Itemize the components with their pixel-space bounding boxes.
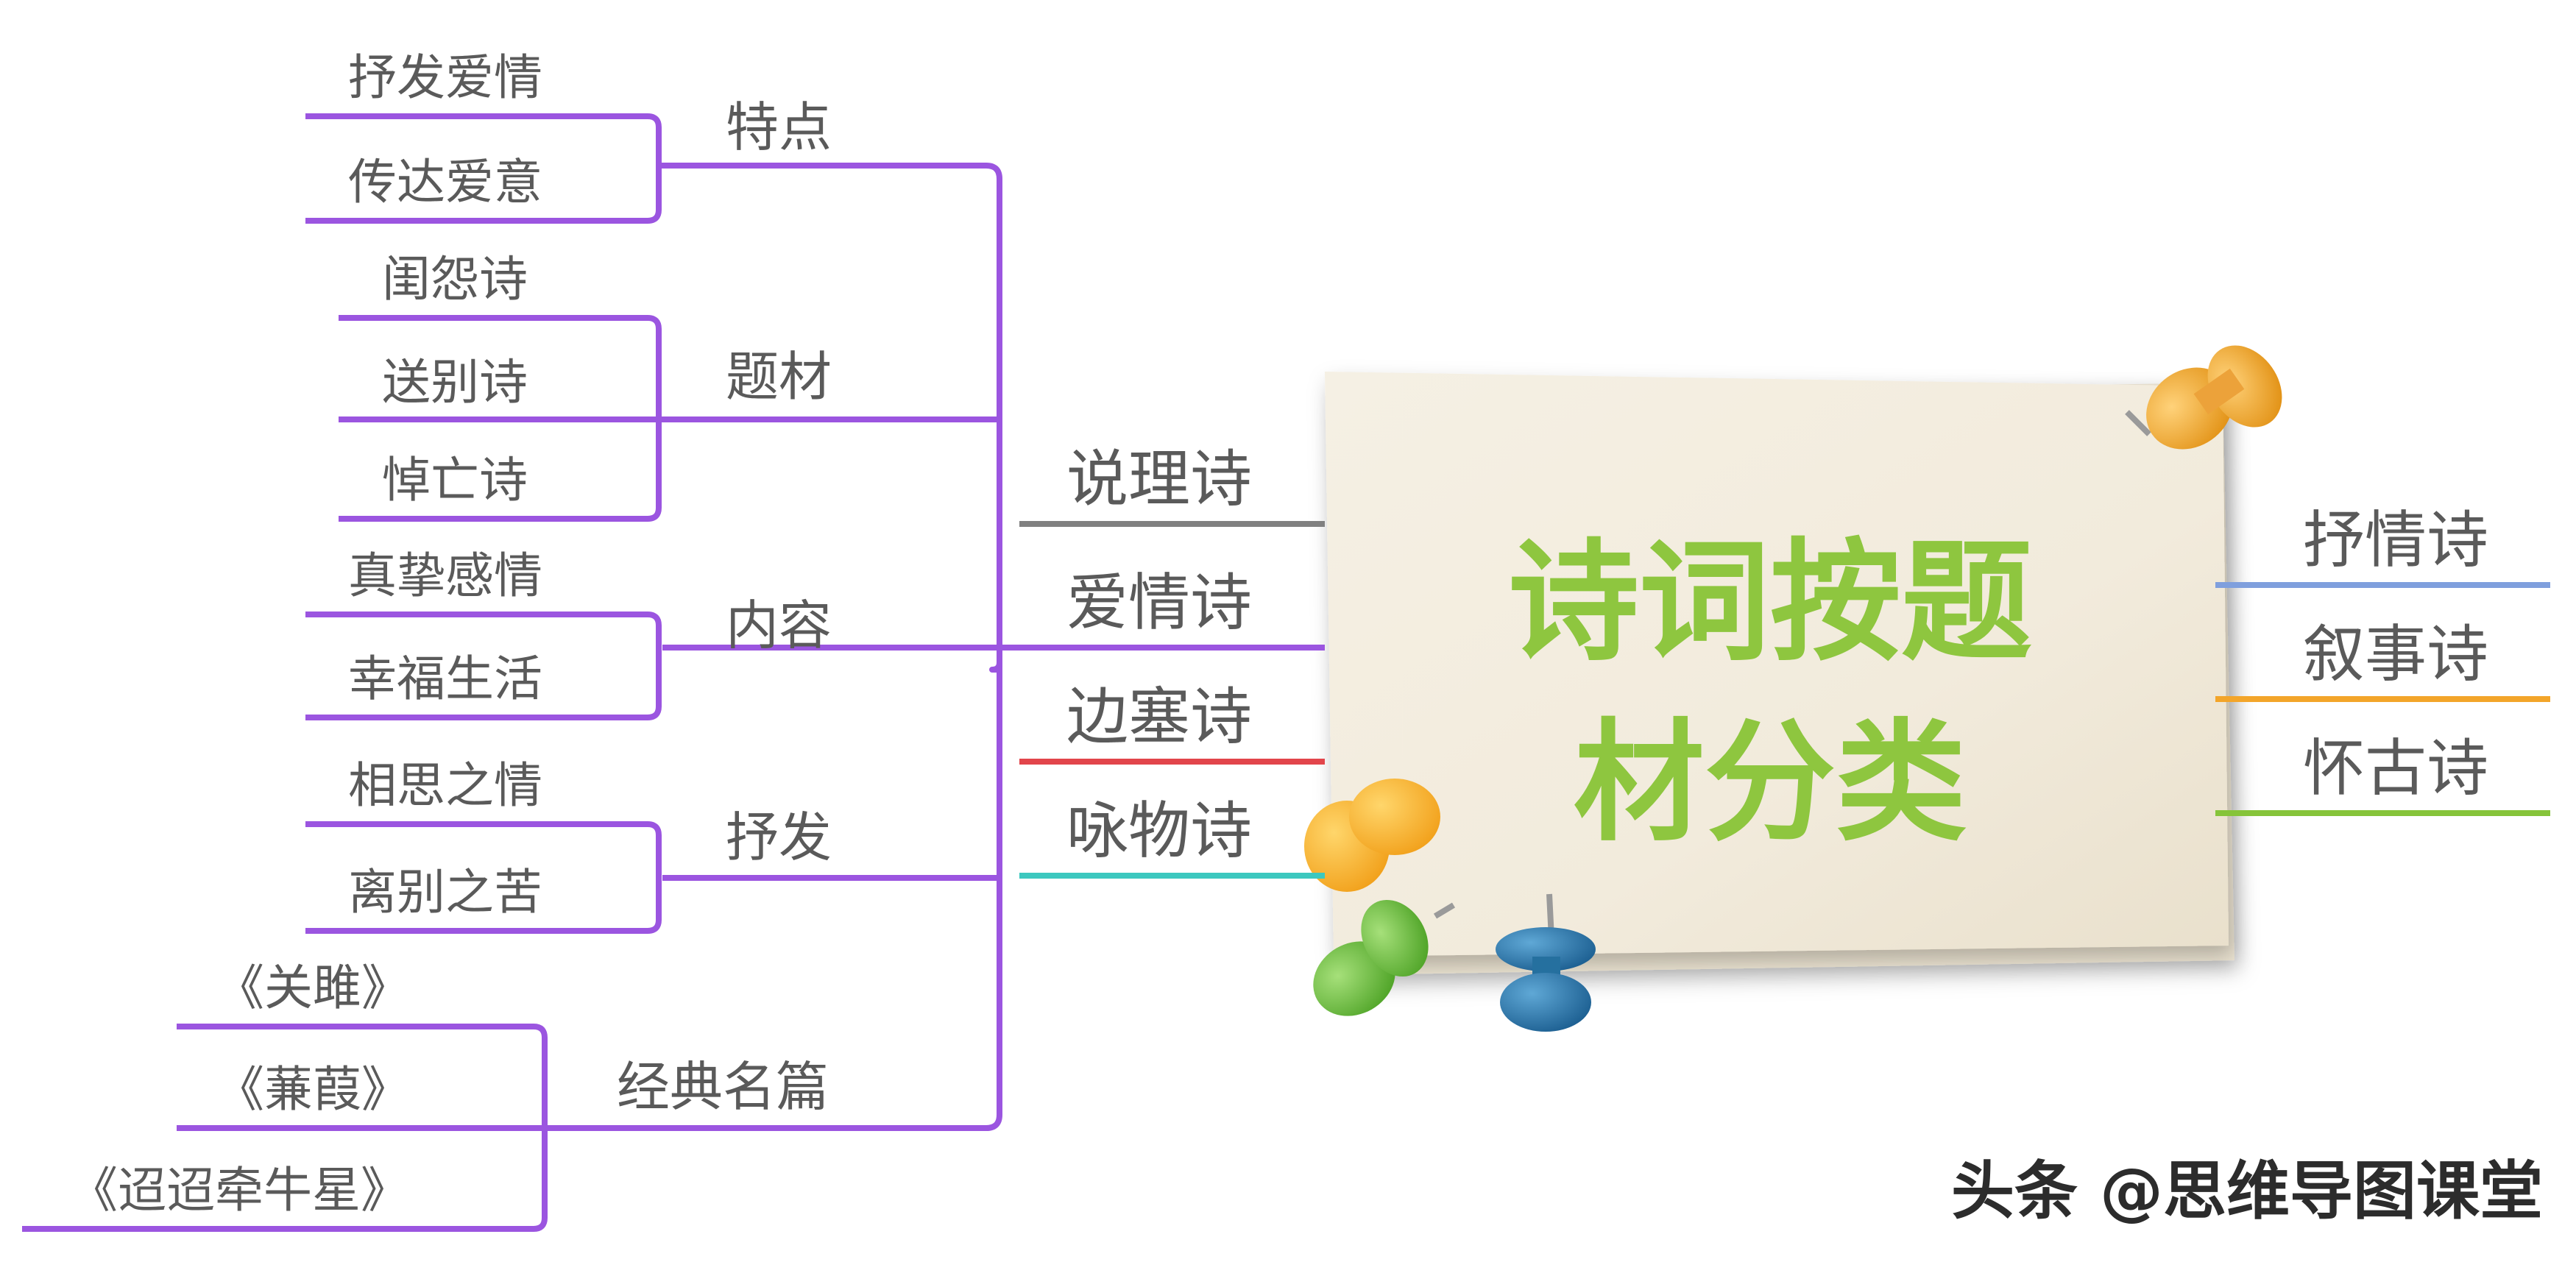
- leaf-label[interactable]: 闺怨诗: [382, 251, 528, 308]
- pushpin-yellow-icon: [1304, 779, 1440, 892]
- branch-label: 边塞诗: [1066, 681, 1252, 753]
- leaf-label[interactable]: 送别诗: [382, 354, 528, 411]
- love-poem-subtree: [22, 113, 1002, 1232]
- branch-aiqing[interactable]: 爱情诗: [999, 567, 1325, 651]
- branch-label: 叙事诗: [2303, 618, 2488, 690]
- branch-xushi[interactable]: 叙事诗: [2215, 618, 2550, 702]
- branch-label: 说理诗: [1066, 443, 1252, 515]
- leaf-label[interactable]: 相思之情: [348, 757, 542, 814]
- center-topic[interactable]: 诗词按题 材分类: [1325, 372, 2234, 975]
- leaf-label[interactable]: 幸福生活: [348, 651, 542, 707]
- pushpin-orange-icon: [2125, 345, 2282, 450]
- subtopic-label[interactable]: 题材: [726, 346, 832, 408]
- leaf-label[interactable]: 真挚感情: [348, 547, 542, 604]
- branch-label: 咏物诗: [1066, 795, 1252, 867]
- subtopic-label[interactable]: 内容: [726, 595, 832, 656]
- branch-label: 爱情诗: [1066, 567, 1252, 639]
- leaf-label[interactable]: 《蒹葭》: [216, 1061, 410, 1118]
- pushpin-green-icon: [1313, 899, 1456, 1016]
- leaf-label[interactable]: 《迢迢牵牛星》: [69, 1162, 409, 1219]
- branch-label: 抒情诗: [2303, 504, 2488, 576]
- leaf-label[interactable]: 离别之苦: [348, 864, 542, 921]
- branch-shuoli[interactable]: 说理诗: [1019, 443, 1325, 527]
- leaf-label[interactable]: 《关雎》: [216, 960, 410, 1016]
- leaf-label[interactable]: 传达爱意: [348, 154, 542, 210]
- branch-huaigu[interactable]: 怀古诗: [2215, 732, 2550, 816]
- subtopic-label[interactable]: 抒发: [726, 807, 832, 868]
- subtopic-label[interactable]: 特点: [726, 96, 832, 158]
- branch-shuqing[interactable]: 抒情诗: [2215, 504, 2550, 588]
- branch-yongwu[interactable]: 咏物诗: [1019, 795, 1325, 879]
- pushpin-blue-icon: [1496, 893, 1596, 1032]
- branch-biansai[interactable]: 边塞诗: [1019, 681, 1325, 765]
- leaf-label[interactable]: 悼亡诗: [382, 452, 528, 508]
- center-title-line2: 材分类: [1574, 705, 1967, 859]
- subtopic-label[interactable]: 经典名篇: [617, 1056, 829, 1118]
- branch-label: 怀古诗: [2303, 732, 2488, 804]
- leaf-label[interactable]: 抒发爱情: [348, 49, 542, 106]
- paper-sheet: [1325, 372, 2229, 957]
- center-title-line1: 诗词按题: [1508, 525, 2032, 678]
- watermark: 头条 @思维导图课堂: [1951, 1155, 2543, 1228]
